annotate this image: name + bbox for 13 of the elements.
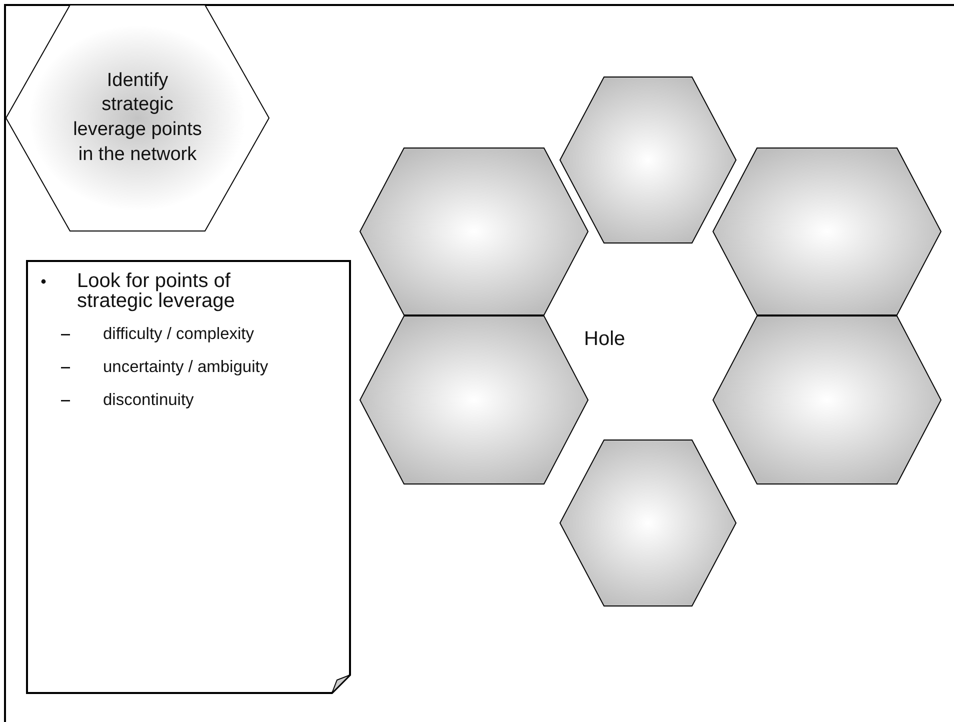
hexagon — [360, 148, 588, 315]
sub-bullet-text: difficulty / complexity — [103, 325, 254, 344]
hexagon — [713, 148, 941, 315]
hexagon-text: Identify strategic leverage points in the network — [72, 68, 202, 167]
sub-bullet-text: discontinuity — [103, 391, 194, 410]
note-page — [27, 261, 350, 693]
hexagon — [6, 5, 269, 231]
hexagon — [713, 316, 941, 484]
bullet-text: Look for points of strategic leverage — [77, 271, 236, 311]
hexagon — [560, 77, 736, 243]
sub-bullet-text: uncertainty / ambiguity — [103, 358, 268, 377]
center-label: Hole — [584, 328, 626, 351]
hexagon — [560, 440, 736, 606]
